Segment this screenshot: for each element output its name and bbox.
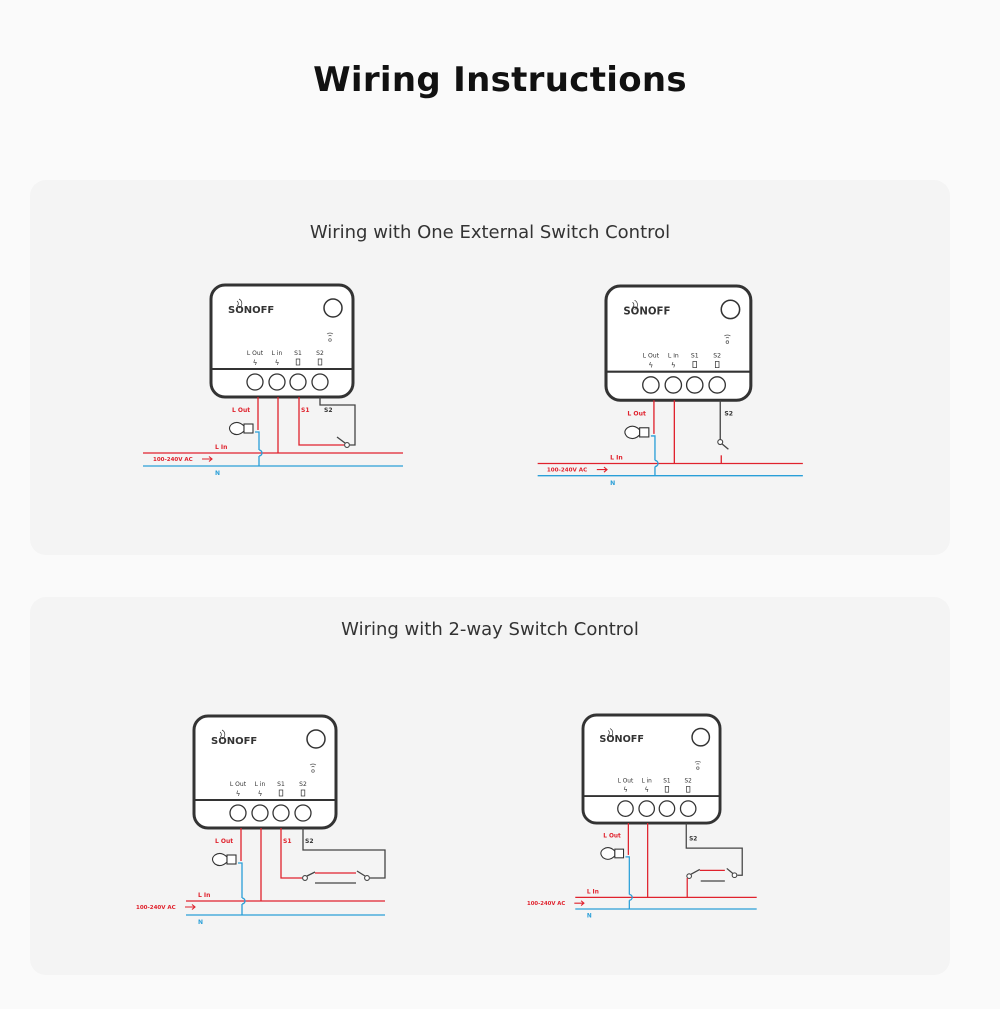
section-two-way-switch: Wiring with 2-way Switch Control [30, 597, 950, 975]
section-one-external-switch: Wiring with One External Switch Control [30, 180, 950, 555]
section-title: Wiring with 2-way Switch Control [341, 619, 639, 640]
page-title: Wiring Instructions [313, 60, 687, 100]
section-title: Wiring with One External Switch Control [309, 222, 671, 243]
